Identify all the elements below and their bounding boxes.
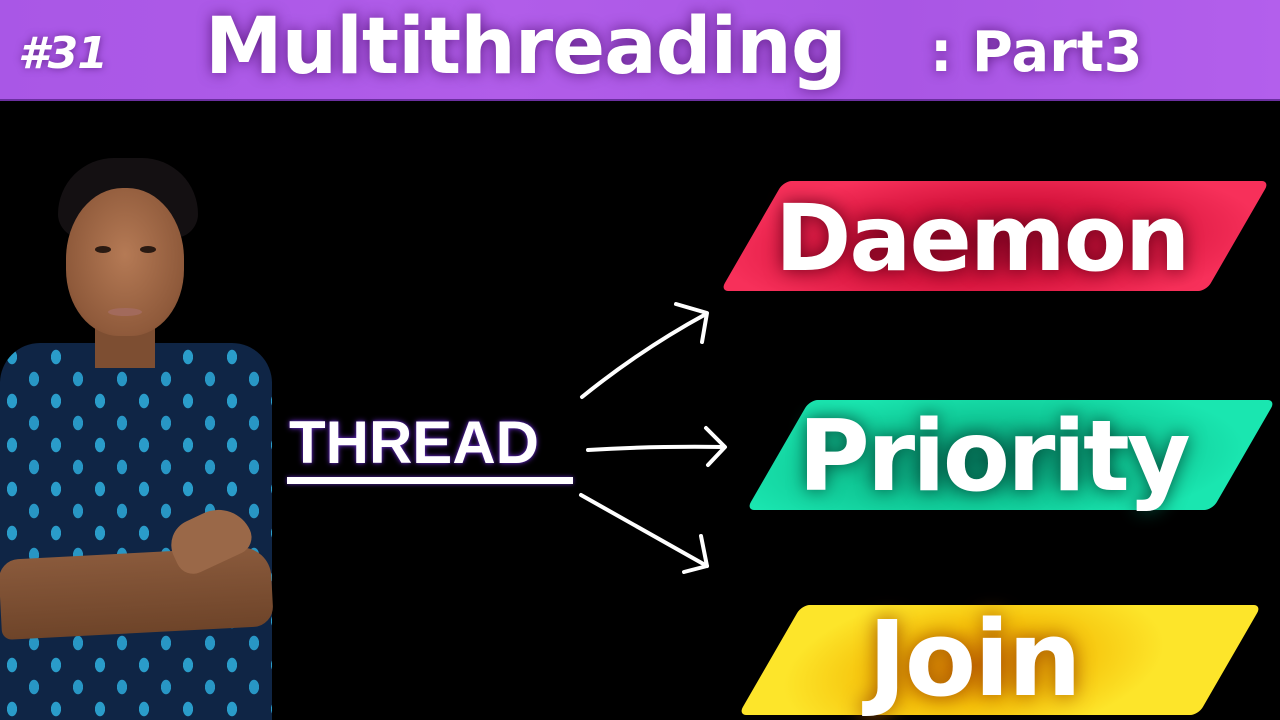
presenter-photo (0, 158, 275, 720)
thread-label: THREAD (289, 409, 539, 476)
join-label: Join (868, 598, 1082, 720)
presenter-eye-right (140, 246, 156, 253)
title-banner: #31 Multithreading : Part3 (0, 0, 1280, 101)
page-subtitle: : Part3 (930, 20, 1143, 85)
daemon-label: Daemon (775, 185, 1190, 292)
arrow-up-right-icon (580, 302, 709, 399)
presenter-mouth (108, 308, 142, 316)
priority-label: Priority (798, 400, 1191, 514)
arrow-right-icon (586, 426, 727, 467)
thread-underline (287, 477, 573, 484)
page-title: Multithreading (205, 2, 847, 92)
presenter-eye-left (95, 246, 111, 253)
episode-number: #31 (18, 28, 108, 79)
arrow-down-right-icon (579, 493, 709, 574)
